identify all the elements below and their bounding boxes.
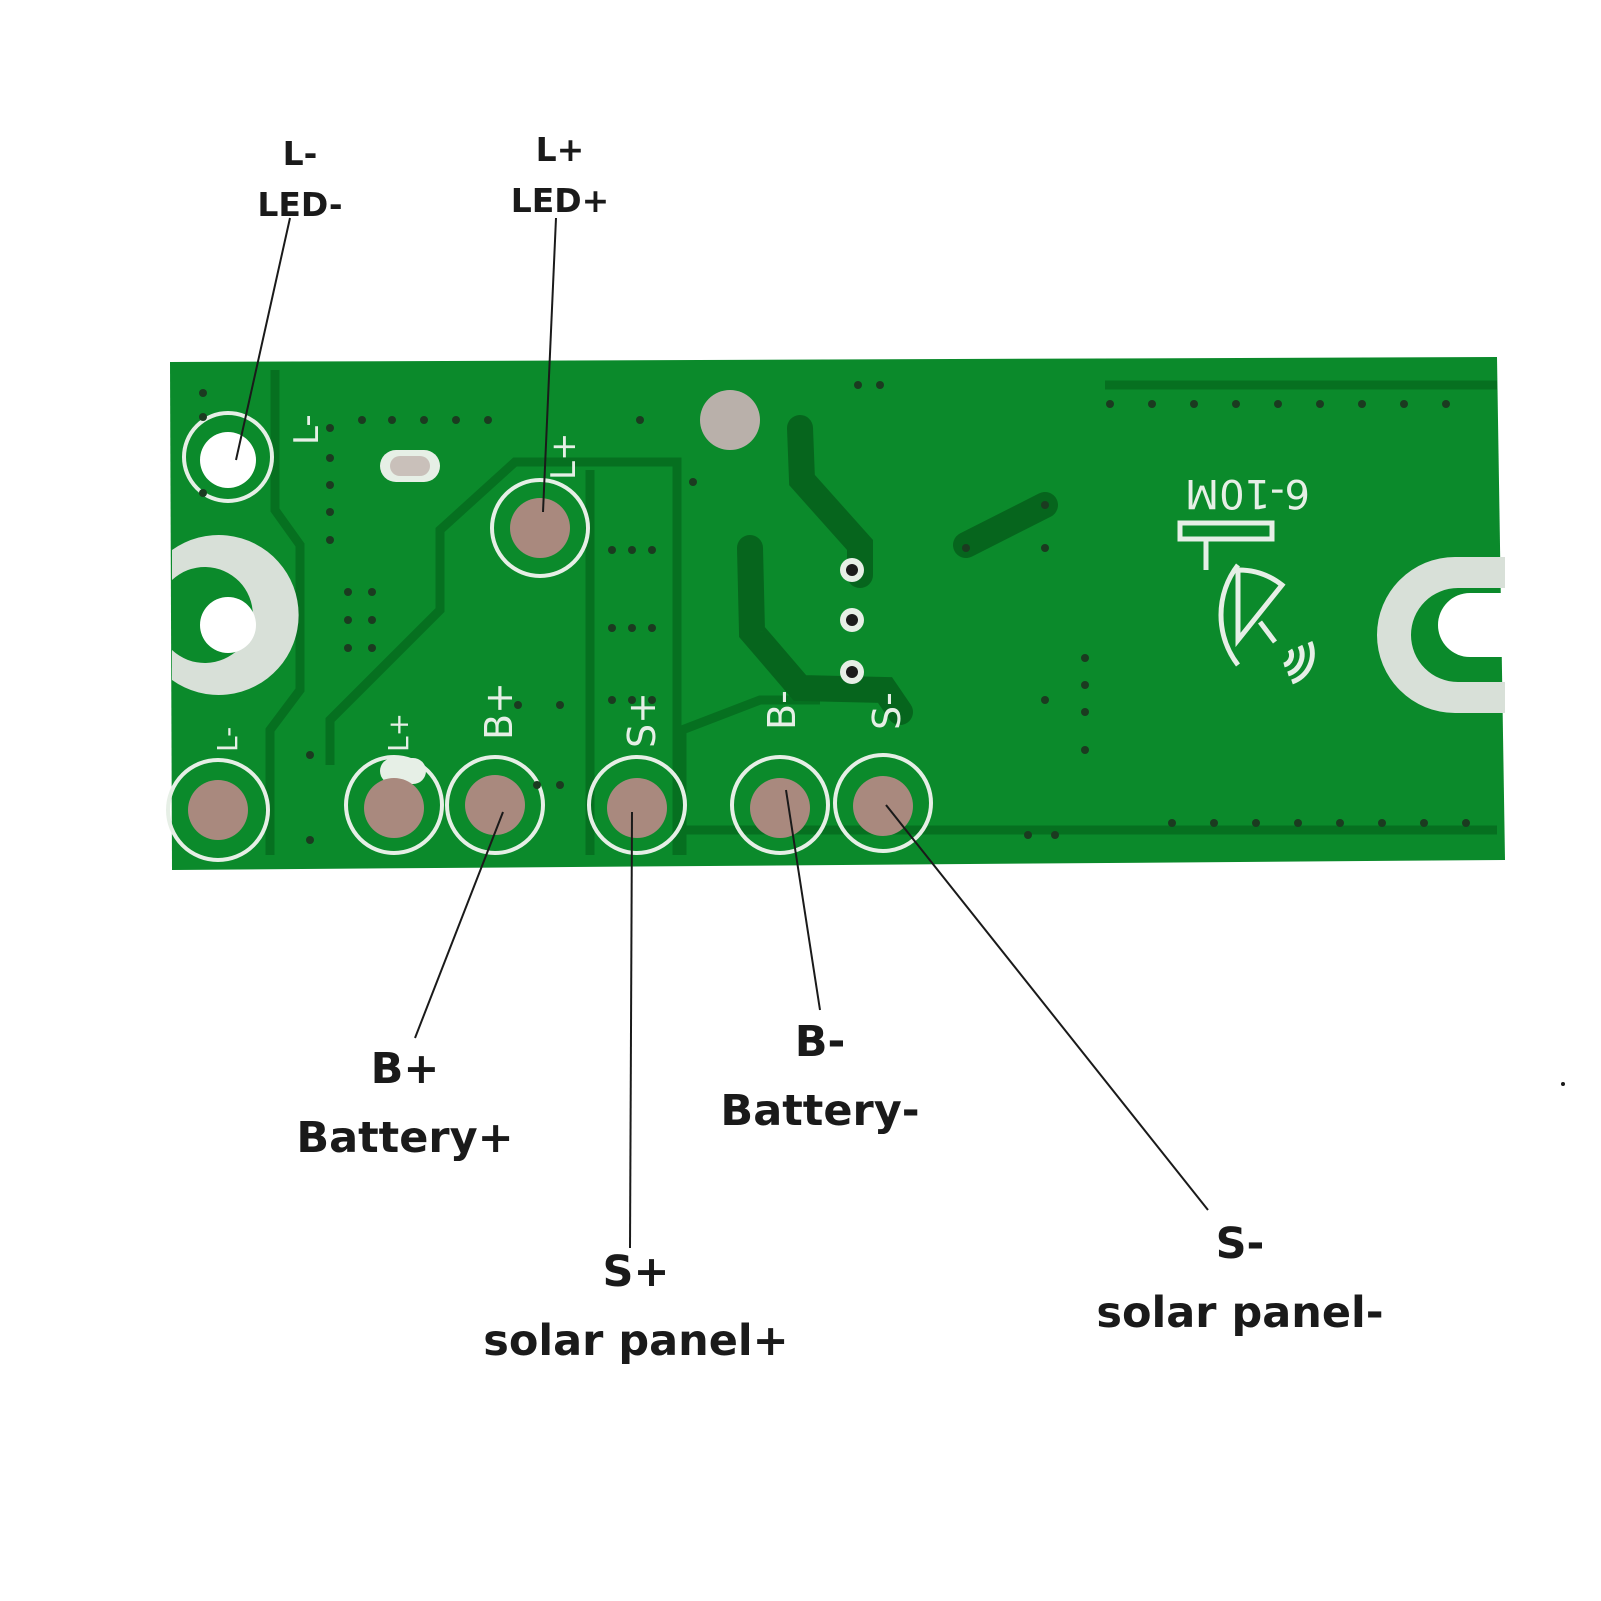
mounting-slot-right: [1377, 557, 1505, 713]
model-marking: 6-10M: [1185, 470, 1310, 516]
stray-dot: [1561, 1082, 1565, 1086]
mounting-ring-left: [172, 535, 299, 695]
silk-l-plus-bottom: L+: [382, 713, 415, 752]
callout-b-minus-desc: Battery-: [720, 1085, 920, 1136]
leader-l-plus: [542, 217, 557, 513]
callout-s-plus-code: S+: [602, 1247, 670, 1297]
radar-sensor-icon: [1177, 520, 1315, 685]
silk-b-plus: B+: [477, 682, 521, 740]
callout-l-minus: L- LED-: [257, 128, 342, 230]
l-minus-top-hole: [200, 432, 256, 488]
leader-l-minus: [235, 217, 291, 461]
callout-b-plus-code: B+: [370, 1044, 440, 1094]
leader-lines: [235, 217, 1209, 1249]
mounting-hole-left: [200, 597, 256, 653]
silk-s-minus: S-: [865, 692, 909, 730]
callout-b-plus: B+ Battery+: [296, 1035, 513, 1173]
callout-b-minus: B- Battery-: [720, 1008, 919, 1146]
fiducial: [700, 390, 760, 450]
silk-l-minus-bottom: L-: [211, 727, 244, 752]
callout-l-minus-desc: LED-: [257, 185, 343, 225]
sensor-header: [840, 558, 864, 684]
leader-s-plus: [629, 811, 633, 1249]
callout-s-minus-code: S-: [1215, 1219, 1265, 1269]
silk-s-plus: S+: [620, 692, 664, 748]
l-plus-top-pad: [510, 498, 570, 558]
leader-s-minus: [885, 804, 1209, 1211]
pcb-board: [170, 357, 1505, 870]
callout-l-minus-code: L-: [282, 134, 318, 173]
trace-sense-2: [737, 535, 913, 725]
callout-l-plus-code: L+: [535, 130, 585, 169]
callout-s-minus: S- solar panel-: [1096, 1210, 1383, 1348]
callout-s-plus-desc: solar panel+: [483, 1315, 789, 1366]
bottom-pads: [166, 753, 933, 862]
trace-link: [953, 492, 1058, 558]
callout-s-minus-desc: solar panel-: [1096, 1287, 1384, 1338]
callout-l-plus-desc: LED+: [510, 181, 610, 221]
silk-b-minus: B-: [760, 690, 804, 730]
via-holes: [199, 381, 1470, 844]
l-plus-top-ring: [490, 478, 590, 578]
silk-l-plus-top: L+: [544, 433, 584, 480]
oval-pad-bottom: [380, 758, 426, 784]
trace-sense-1: [787, 415, 873, 588]
l-minus-top-ring: [182, 411, 274, 503]
callout-l-plus: L+ LED+: [511, 124, 610, 226]
callout-b-plus-desc: Battery+: [296, 1112, 514, 1163]
leader-b-minus: [785, 789, 821, 1011]
callout-b-minus-code: B-: [794, 1017, 846, 1067]
callout-s-plus: S+ solar panel+: [483, 1238, 788, 1376]
silk-l-minus-top: L-: [287, 414, 327, 445]
leader-b-plus: [414, 811, 504, 1039]
